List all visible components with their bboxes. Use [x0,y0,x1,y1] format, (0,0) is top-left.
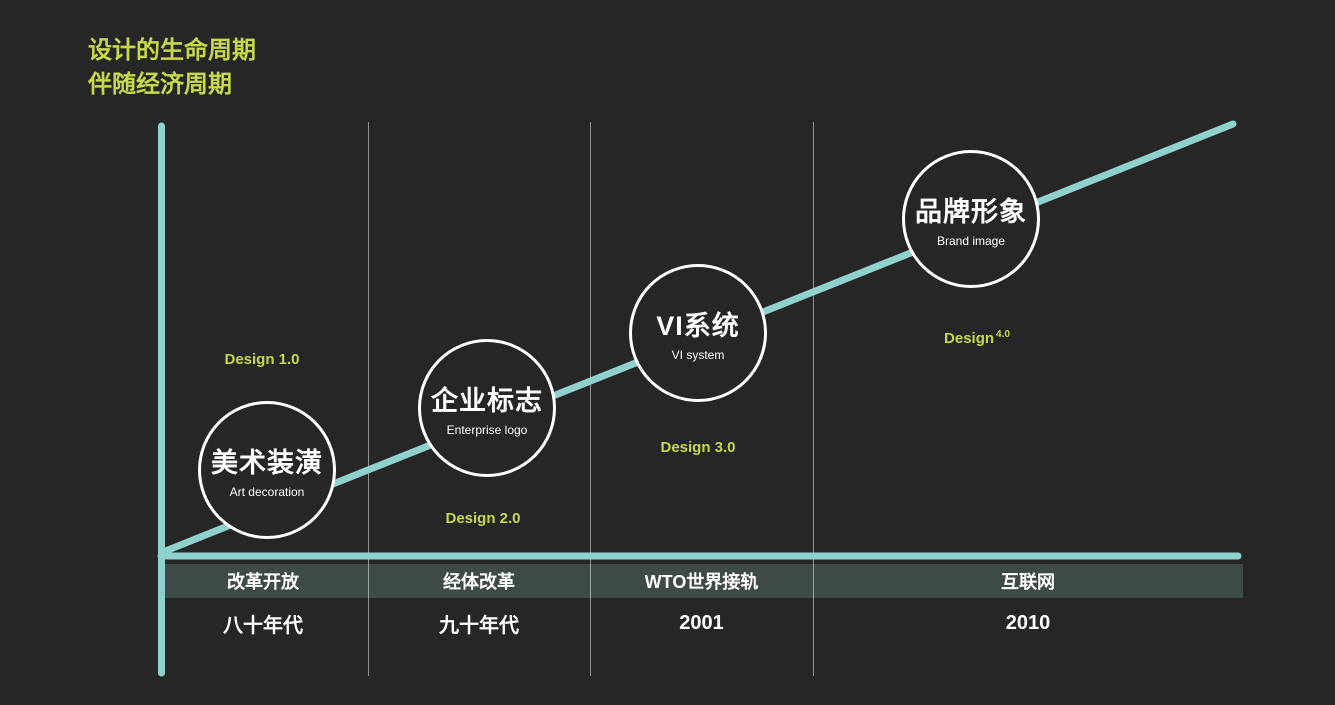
milestone-art-decoration: 美术装潢 Art decoration [198,401,336,539]
era-period-2010: 2010 [1005,611,1051,634]
page-title: 设计的生命周期 伴随经济周期 [88,34,256,101]
design-label-4-sup: 4.0 [996,329,1010,340]
era-label-economic-reform: 经体改革 [443,572,515,592]
design-label-3: Design 3.0 [660,439,736,456]
era-period-nineties: 九十年代 [439,614,519,637]
design-label-2: Design 2.0 [445,510,521,527]
milestone-title-en: Brand image [936,234,1006,248]
design-label-1: Design 1.0 [224,351,300,368]
design-label-4-prefix: Design [944,330,995,347]
milestone-brand-image: 品牌形象 Brand image [902,150,1040,288]
milestone-title-zh: 品牌形象 [915,197,1027,227]
milestone-title-en: VI system [671,348,725,362]
milestone-title-zh: 美术装潢 [211,448,323,478]
milestone-vi-system: VI系统 VI system [629,264,767,402]
milestone-title-en: Enterprise logo [446,423,528,437]
era-label-internet: 互联网 [1001,572,1055,592]
milestone-title-en: Art decoration [229,485,305,499]
era-period-2001: 2001 [679,611,724,634]
title-line-1: 设计的生命周期 [88,37,256,64]
title-line-2: 伴随经济周期 [88,70,232,98]
era-years: 八十年代 九十年代 2001 2010 [158,606,1243,640]
milestone-enterprise-logo: 企业标志 Enterprise logo [418,339,556,477]
era-label-wto: WTO世界接轨 [644,572,759,592]
milestone-title-zh: 企业标志 [431,386,543,416]
era-band: 改革开放 经体改革 WTO世界接轨 互联网 [158,564,1243,598]
milestone-title-zh: VI系统 [656,311,740,341]
era-label-reform: 改革开放 [227,572,299,592]
era-period-eighties: 八十年代 [223,614,303,637]
